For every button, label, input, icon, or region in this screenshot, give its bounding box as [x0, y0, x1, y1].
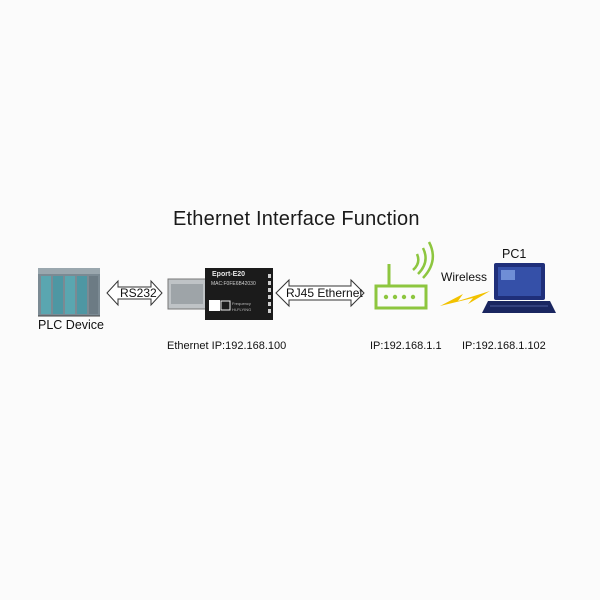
plc-device-icon: [38, 268, 100, 317]
module-chip-line4: Hi-FLYING: [232, 307, 252, 312]
plc-device-label: PLC Device: [38, 318, 104, 332]
rs232-label: RS232: [120, 286, 157, 300]
module-chip-line2: MAC:F0FE6B42030: [211, 281, 256, 287]
module-chip-line3: Frequency: [232, 301, 251, 306]
diagram-title: Ethernet Interface Function: [173, 208, 420, 230]
router-icon: [374, 241, 435, 310]
module-chip-line1: Eport-E20: [212, 271, 246, 278]
wireless-label: Wireless: [441, 270, 488, 284]
rj45-arrow: [275, 278, 365, 308]
pc-name-label: PC1: [502, 247, 527, 261]
laptop-icon: [482, 263, 556, 313]
router-ip-label: IP:192.168.1.1: [370, 340, 442, 352]
pc-ip-label: IP:192.168.1.102: [462, 340, 546, 352]
ethernet-module-icon: [167, 268, 273, 320]
rs232-arrow: [106, 279, 163, 307]
wireless-lightning-icon: [440, 291, 490, 306]
module-ip-label: Ethernet IP:192.168.100: [167, 340, 287, 352]
rj45-label: RJ45 Ethernet: [286, 286, 363, 300]
